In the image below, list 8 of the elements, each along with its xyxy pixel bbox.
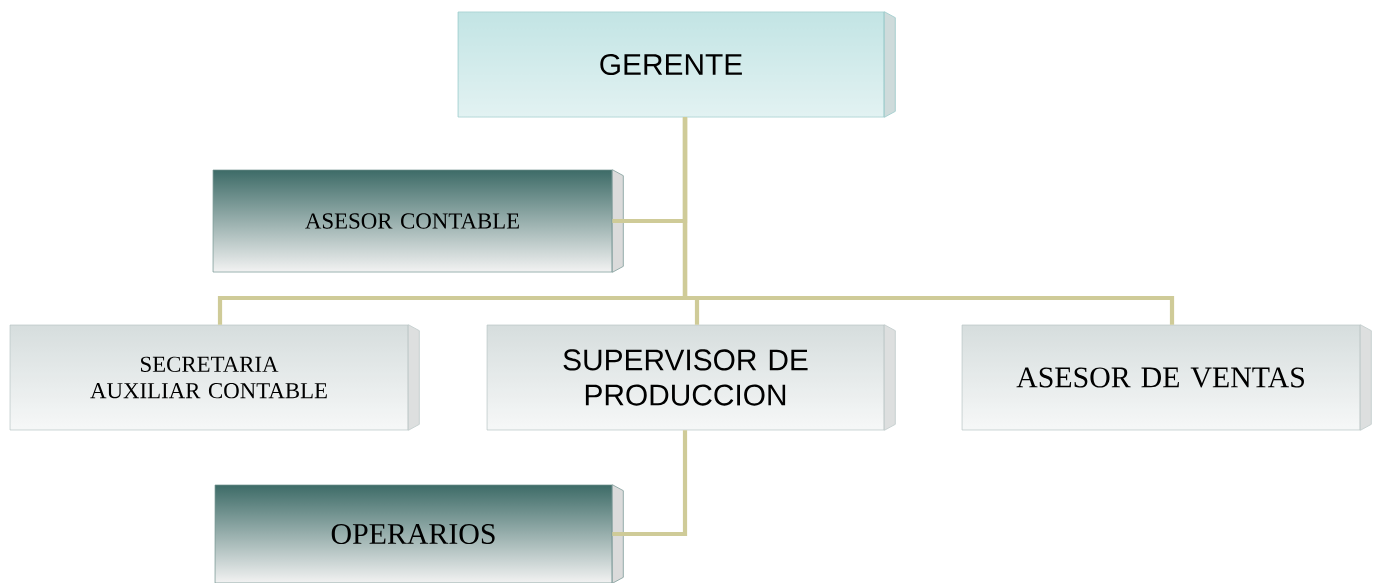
org-box: OPERARIOS <box>214 484 624 583</box>
org-box: ASESOR DE VENTAS <box>961 324 1372 431</box>
org-box: GERENTE <box>457 11 896 118</box>
org-box: SUPERVISOR DE PRODUCCION <box>486 324 896 431</box>
org-box: ASESOR CONTABLE <box>212 169 624 273</box>
connector-line <box>682 117 1175 325</box>
connector-line <box>612 430 688 537</box>
org-box: SECRETARIA AUXILIAR CONTABLE <box>9 324 420 431</box>
